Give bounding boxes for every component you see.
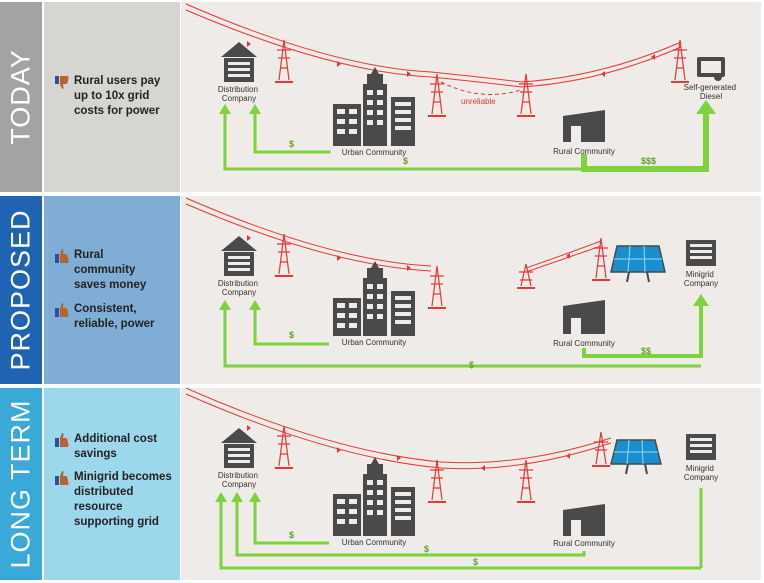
money-bottom: $ <box>469 360 474 370</box>
urban-community-label: Urban Community <box>342 538 406 547</box>
distribution-label-line1: Distribution <box>218 471 258 480</box>
pylon-icon <box>517 73 535 117</box>
urban-community-icon <box>333 457 415 536</box>
bullet-text: Rural users pay up to 10x grid costs for… <box>74 75 161 117</box>
distribution-label-line1: Distribution <box>218 85 258 94</box>
thumbs-up-icon <box>55 303 69 317</box>
money-mid: $ <box>424 544 429 554</box>
rural-community-icon <box>563 504 605 536</box>
side-banner-long-term: LONG TERM <box>0 388 42 580</box>
money-flow-arrows <box>223 304 703 368</box>
bullet-proposed-1: Rural community saves money <box>54 248 152 293</box>
money-flow-arrows <box>219 488 703 570</box>
bullet-today-1: Rural users pay up to 10x grid costs for… <box>54 74 166 119</box>
distribution-company-label: Distribution Company <box>218 279 260 297</box>
thumbs-up-icon <box>55 249 69 263</box>
side-banner-today: TODAY <box>0 2 42 192</box>
minigrid-label-line2: Company <box>684 473 718 482</box>
diagram-svg-long-term: Distribution Company Urban <box>185 388 718 570</box>
side-banner-proposed: PROPOSED <box>0 196 42 384</box>
info-panel-long-term: Additional cost savings Minigrid becomes… <box>44 388 180 580</box>
bullet-long-term-2: Minigrid becomes distributed resource su… <box>54 470 174 530</box>
solar-panel-icon <box>610 245 666 283</box>
diagram-svg-proposed: Distribution Company Urban <box>185 197 718 370</box>
pylon-icon <box>275 39 293 83</box>
pylon-icon <box>428 73 446 117</box>
urban-community-label: Urban Community <box>342 148 406 157</box>
minigrid-label-line2: Company <box>684 279 718 288</box>
minigrid-label-line1: Minigrid <box>686 464 714 473</box>
minigrid-company-label: Minigrid Company <box>684 270 718 288</box>
row-long-term: LONG TERM Additional cost savings Minigr… <box>0 388 764 580</box>
bullet-text: Consistent, reliable, power <box>74 303 155 330</box>
rural-community-label: Rural Community <box>553 339 615 348</box>
solar-panel-icon <box>610 439 662 475</box>
bullet-text: Minigrid becomes distributed resource su… <box>74 471 172 528</box>
thumbs-down-icon <box>55 76 69 89</box>
money-flow-arrows <box>223 109 709 172</box>
unreliable-label: unreliable <box>461 97 496 106</box>
money-rural: $$ <box>641 346 651 356</box>
distribution-label-line1: Distribution <box>218 279 258 288</box>
row-proposed: PROPOSED Rural community saves money Con… <box>0 196 764 384</box>
money-urban: $ <box>289 139 294 149</box>
self-label-line2: Diesel <box>700 92 722 101</box>
self-label-line1: Self-generated <box>684 83 736 92</box>
distribution-company-icon <box>221 236 257 276</box>
rural-community-label: Rural Community <box>553 147 615 156</box>
distribution-company-icon <box>221 42 257 82</box>
minigrid-label-line1: Minigrid <box>686 270 714 279</box>
thumbs-up-icon <box>55 471 69 485</box>
distribution-label-line2: Company <box>222 480 256 489</box>
side-label-proposed: PROPOSED <box>5 209 36 371</box>
bullet-proposed-2: Consistent, reliable, power <box>54 302 164 332</box>
diesel-generator-icon <box>697 57 725 81</box>
diagram-today: unreliable Distribution Company <box>181 2 761 192</box>
money-rural: $$$ <box>641 156 656 166</box>
thumbs-up-icon <box>55 433 69 447</box>
distribution-company-label: Distribution Company <box>218 471 260 489</box>
rural-community-icon <box>563 300 605 334</box>
distribution-company-label: Distribution Company <box>218 85 260 103</box>
diagram-svg-today: unreliable Distribution Company <box>185 3 739 172</box>
urban-community-icon <box>333 67 415 146</box>
bullet-long-term-1: Additional cost savings <box>54 432 158 462</box>
rural-community-icon <box>563 110 605 142</box>
money-urban: $ <box>289 530 294 540</box>
diagram-proposed: Distribution Company Urban <box>181 196 761 384</box>
bullet-text: Additional cost savings <box>74 433 158 460</box>
money-bottom: $ <box>473 557 478 567</box>
side-label-today: TODAY <box>5 49 36 145</box>
money-urban: $ <box>289 330 294 340</box>
side-label-long-term: LONG TERM <box>5 399 36 569</box>
row-today: TODAY Rural users pay up to 10x grid cos… <box>0 2 764 192</box>
distribution-label-line2: Company <box>222 94 256 103</box>
info-panel-today: Rural users pay up to 10x grid costs for… <box>44 2 180 192</box>
minigrid-company-icon <box>686 240 716 266</box>
urban-community-label: Urban Community <box>342 338 406 347</box>
distribution-company-icon <box>221 428 257 468</box>
self-generated-label: Self-generated Diesel <box>684 83 739 101</box>
info-panel-proposed: Rural community saves money Consistent, … <box>44 196 180 384</box>
minigrid-company-label: Minigrid Company <box>684 464 718 482</box>
money-bottom: $ <box>403 156 408 166</box>
bullet-text: Rural community saves money <box>74 249 147 291</box>
rural-community-label: Rural Community <box>553 539 615 548</box>
distribution-label-line2: Company <box>222 288 256 297</box>
diagram-long-term: Distribution Company Urban <box>181 388 761 580</box>
pylon-icon <box>671 39 689 83</box>
minigrid-company-icon <box>686 434 716 460</box>
